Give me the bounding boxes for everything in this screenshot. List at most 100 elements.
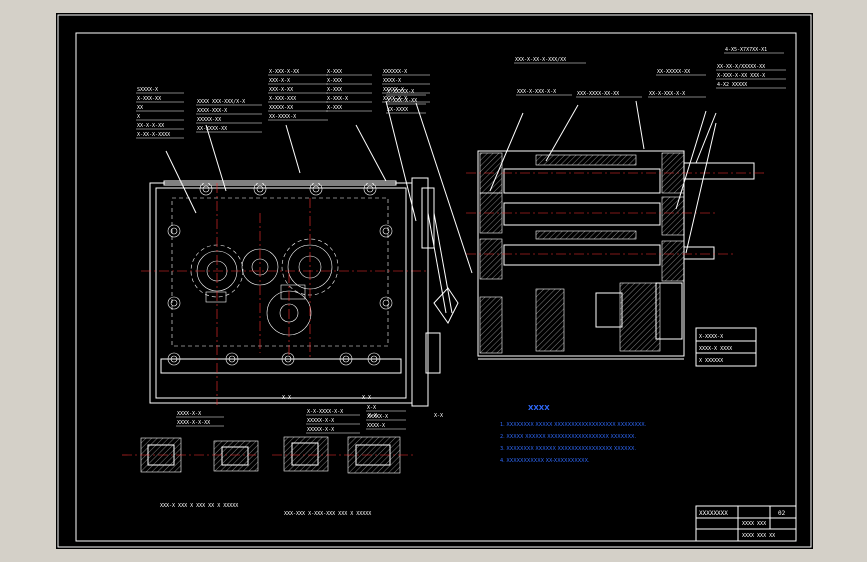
tech-requirement-1: 1. XXXXXXXX XXXXX XXXXXXXXXXXXXXXXXX XXX… (500, 422, 647, 428)
callout-text: XXX-X-X (269, 78, 290, 84)
bolt-hole (199, 182, 213, 196)
bolt-hole (167, 224, 181, 238)
callout-text: X-XXX-X-XX (269, 69, 299, 75)
svg-text:XXXX XXX XX: XXXX XXX XX (742, 533, 775, 539)
gearbox-section-view (466, 150, 766, 360)
callout-text: XX (137, 105, 143, 111)
bolt-hole (281, 352, 295, 366)
callout-text: X-X-XXXX-X-X (307, 409, 343, 415)
callout-text: X-X (367, 405, 376, 411)
callout-text: X-XXX (327, 69, 342, 75)
callout-text: XXXX-X-X (177, 411, 201, 417)
tech-requirements-title: XXXX (528, 404, 550, 412)
bolt-hole (167, 296, 181, 310)
outer-border (57, 14, 812, 548)
callout-text: XX-XXXX (387, 107, 408, 113)
callout-text: SXXXX-X (137, 87, 158, 93)
bolt-hole (363, 182, 377, 196)
bolt-hole (379, 224, 393, 238)
bolt-hole (170, 299, 178, 307)
callout-text: XXX-X-XX-X-XXX/XX (515, 57, 566, 63)
leader-lines (165, 100, 717, 274)
bolt-hole (228, 355, 236, 363)
drawing-title: XXXXXXXX (699, 510, 728, 517)
callout-text: X-XXX-XX (137, 96, 161, 102)
detail-note-right: XXX-XXX X-XXX-XXX XXX X XXXXX (284, 511, 371, 517)
callout-text: X-XXXXX-X (387, 89, 414, 95)
callout-text: XXXXX-XX (197, 117, 221, 123)
section-label: X-X (362, 395, 371, 401)
callout-text: XXXX-XXX-X (197, 108, 227, 114)
callout-text: X-XXX (327, 105, 342, 111)
bolt-hole (366, 185, 374, 193)
callout-text: XX-X-XXX-X-X (649, 91, 685, 97)
tech-requirement-3: 3. XXXXXXXX XXXXXX XXXXXXXXXXXXXXXX XXXX… (500, 446, 636, 452)
section-label: X-X (282, 395, 291, 401)
gearbox-plan-view (141, 177, 459, 407)
callout-text: XXXX-X-X-XX (177, 420, 210, 426)
callout-text: XXXXX-X-X (307, 427, 334, 433)
detail-views (122, 436, 416, 474)
bolt-hole (309, 182, 323, 196)
bolt-hole (253, 182, 267, 196)
bolt-hole (202, 185, 210, 193)
bolt-hole (339, 352, 353, 366)
bolt-hole (170, 355, 178, 363)
bolt-hole (370, 355, 378, 363)
bolt-hole (170, 227, 178, 235)
callout-text: XX-XXXX-XX (197, 126, 227, 132)
callout-text: XXXX XXX-XXX/X-X (197, 99, 245, 105)
section-label: X-X (434, 413, 443, 419)
tech-requirement-2: 2. XXXXX XXXXXX XXXXXXXXXXXXXXXXXX XXXXX… (500, 434, 636, 440)
callout-text: XX-XXXX-X (269, 114, 296, 120)
detail-note-left: XXX-X XXX X XXX XX X XXXXX (160, 503, 238, 509)
svg-text:X XXXXXX: X XXXXXX (699, 358, 723, 364)
bolt-hole (167, 352, 181, 366)
callout-text: X-XXX-X-XX (387, 98, 417, 104)
callout-text: X-XXX-X-XX XXX-X (717, 73, 765, 79)
bolt-hole (382, 227, 390, 235)
bolt-hole (256, 185, 264, 193)
callout-text: X-XXX (327, 78, 342, 84)
bolt-hole (225, 352, 239, 366)
svg-text:X-XXXX-X: X-XXXX-X (699, 334, 723, 340)
svg-text:XXXX-X XXXX: XXXX-X XXXX (699, 346, 732, 352)
callout-text: XXXXX-X (367, 414, 388, 420)
callout-text: X-XXX-X (327, 96, 348, 102)
bolt-hole (367, 352, 381, 366)
callout-text: XXX-X-XX (269, 87, 293, 93)
callout-annotations: SXXXX-XX-XXX-XXXXXXX-X-X-XXX-XX-X-XXXXXX… (136, 47, 786, 434)
bolt-hole (312, 185, 320, 193)
side-note-box: X-XXXX-X XXXX-X XXXX X XXXXXX (695, 327, 757, 367)
bolt-hole (379, 296, 393, 310)
technical-requirements: XXXX 1. XXXXXXXX XXXXX XXXXXXXXXXXXXXXXX… (500, 404, 647, 464)
bolt-hole (382, 299, 390, 307)
section-label: X-X (368, 413, 377, 419)
callout-text: XXXXX-X-X (307, 418, 334, 424)
callout-text: XXXX-X (367, 423, 385, 429)
callout-text: X-XXX-XXX (269, 96, 296, 102)
drawing-code: 02 (778, 510, 786, 517)
inner-border (75, 32, 797, 542)
callout-text: 4-X5-X7X7XX-X1 (725, 47, 767, 53)
callout-text: XXX-XXXX-XX-XX (577, 91, 619, 97)
svg-text:XXXX XXX: XXXX XXX (742, 521, 766, 527)
bolt-hole (342, 355, 350, 363)
callout-text: XX-XX-X/XXXXX-XX (717, 64, 765, 70)
callout-text: XXXX-X (383, 78, 401, 84)
callout-text: XXXXX-X (383, 87, 404, 93)
callout-text: X (137, 114, 140, 120)
callout-text: XXXXXX-X (383, 69, 407, 75)
callout-text: X-XX-X-XXXX (137, 132, 170, 138)
tech-requirement-4: 4. XXXXXXXXXXX XX-XXXXXXXXXX. (500, 458, 590, 464)
drawing-sheet: SXXXX-XX-XXX-XXXXXXX-X-X-XXX-XX-X-XXXXXX… (57, 14, 812, 548)
title-block: XXXXXXXX 02 XXXX XXX XXXX XXX XX (695, 505, 797, 542)
callout-text: XXXXX-XX (269, 105, 293, 111)
callout-text: XXX-X-XXX-X-X (517, 89, 556, 95)
callout-text: XX-XXXXX-XX (657, 69, 690, 75)
callout-text: XXXX-X-X (383, 96, 407, 102)
bolt-hole (284, 355, 292, 363)
callout-text: XX-X-X-XX (137, 123, 164, 129)
